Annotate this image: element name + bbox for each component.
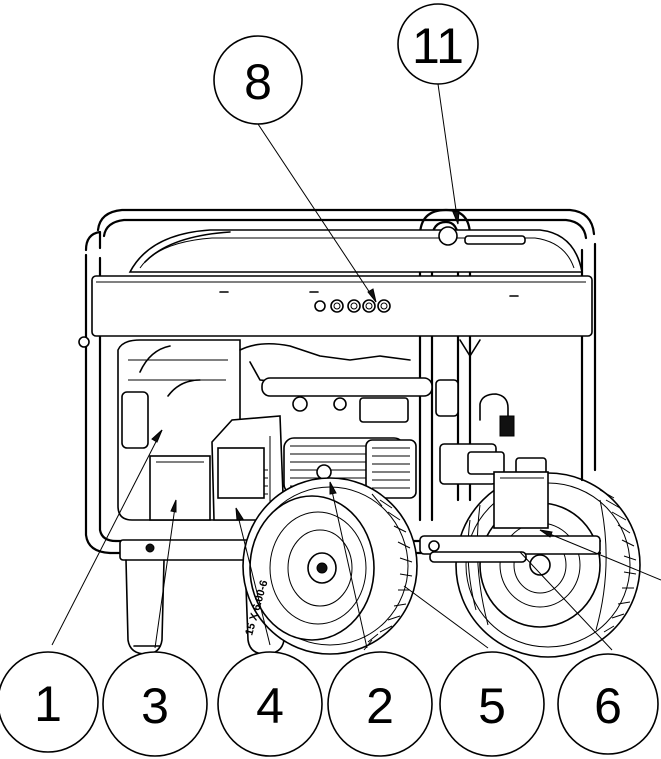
callout-11-label: 11 [412, 18, 464, 74]
control-panel [78, 275, 593, 357]
callout-11: 11 [397, 3, 479, 85]
callout-3: 3 [102, 651, 208, 757]
callout-4-label: 4 [256, 678, 284, 734]
callout-8: 8 [213, 35, 303, 125]
callout-6-label: 6 [594, 678, 622, 734]
callout-6: 6 [557, 653, 659, 755]
leader-lines [51, 83, 661, 651]
callout-2: 2 [327, 651, 433, 757]
callout-3-label: 3 [141, 678, 169, 734]
fuel-tank [128, 226, 583, 273]
callout-5-label: 5 [478, 678, 506, 734]
front-wheel: 15 X 6.00-6 [242, 477, 418, 655]
callout-1-label: 1 [34, 676, 62, 732]
callout-1: 1 [0, 651, 99, 753]
callout-4: 4 [217, 651, 323, 757]
callout-8-label: 8 [244, 54, 272, 110]
callout-5: 5 [439, 651, 545, 757]
callout-2-label: 2 [366, 678, 394, 734]
